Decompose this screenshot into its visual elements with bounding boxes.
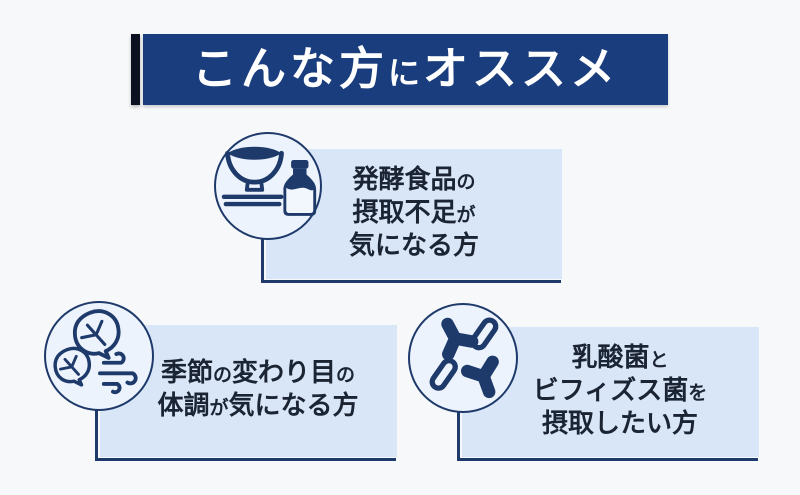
chopsticks-icon — [221, 194, 284, 207]
text-line: 乳酸菌と — [481, 343, 759, 376]
card-fermented-foods-plate: 発酵食品の摂取不足が気になる方 — [261, 149, 562, 283]
leaf-icon — [72, 309, 121, 360]
text-segment: の — [456, 170, 476, 193]
text-segment: 気になる方 — [348, 230, 479, 261]
header-banner: こんな方にオススメ — [143, 34, 668, 105]
text-segment: の — [336, 364, 356, 386]
wind-icon — [98, 351, 138, 395]
text-segment: 発酵食品 — [352, 164, 457, 195]
miso-bowl-and-milk-bottle-icon — [221, 146, 317, 216]
text-line: 摂取不足が — [266, 198, 562, 231]
card-fermented-foods-badge — [214, 132, 322, 240]
bacteria-y-icon — [441, 317, 479, 361]
text-segment: オススメ — [423, 42, 620, 95]
text-segment: 摂取したい方 — [541, 408, 698, 439]
text-segment: が — [209, 397, 229, 419]
text-segment: ビフィズス菌 — [532, 375, 689, 406]
bacteria-rod-icon — [470, 317, 499, 351]
text-segment: が — [456, 203, 476, 226]
text-line: 気になる方 — [266, 231, 562, 264]
text-segment: 気になる方 — [228, 391, 359, 421]
text-line: 体調が気になる方 — [119, 391, 397, 424]
card-fermented-foods-text: 発酵食品の摂取不足が気になる方 — [266, 149, 562, 279]
card-lactic-bacteria-badge — [408, 303, 518, 413]
text-segment: を — [688, 381, 708, 404]
header-accent-bar — [131, 34, 140, 105]
page-title: こんな方にオススメ — [192, 42, 619, 95]
text-segment: こんな方 — [191, 42, 388, 95]
leaves-and-wind-icon — [53, 309, 138, 395]
text-segment: 乳酸菌 — [571, 342, 650, 373]
bacteria-rod-icon — [429, 357, 458, 391]
milk-bottle-icon — [283, 160, 317, 216]
card-seasonal-change-text: 季節の変わり目の体調が気になる方 — [100, 325, 397, 457]
text-segment: 変わり目 — [232, 358, 337, 388]
text-line: 季節の変わり目の — [119, 358, 397, 391]
text-segment: の — [212, 364, 232, 386]
text-line: 摂取したい方 — [481, 409, 759, 442]
leaf-icon — [53, 346, 92, 387]
card-lactic-bacteria-text: 乳酸菌とビフィズス菌を摂取したい方 — [462, 327, 759, 457]
text-segment: 体調 — [157, 391, 210, 421]
text-segment: と — [649, 348, 669, 371]
text-segment: に — [387, 54, 423, 92]
soup-bowl-icon — [225, 146, 284, 192]
bacteria-y-icon — [460, 355, 499, 399]
card-lactic-bacteria-plate: 乳酸菌とビフィズス菌を摂取したい方 — [457, 327, 759, 461]
text-line: 発酵食品の — [266, 165, 562, 198]
bacteria-icon — [429, 317, 499, 399]
text-segment: 季節 — [160, 358, 213, 388]
text-line: ビフィズス菌を — [481, 376, 759, 409]
card-seasonal-change-badge — [44, 301, 154, 411]
text-segment: 摂取不足 — [352, 197, 457, 228]
